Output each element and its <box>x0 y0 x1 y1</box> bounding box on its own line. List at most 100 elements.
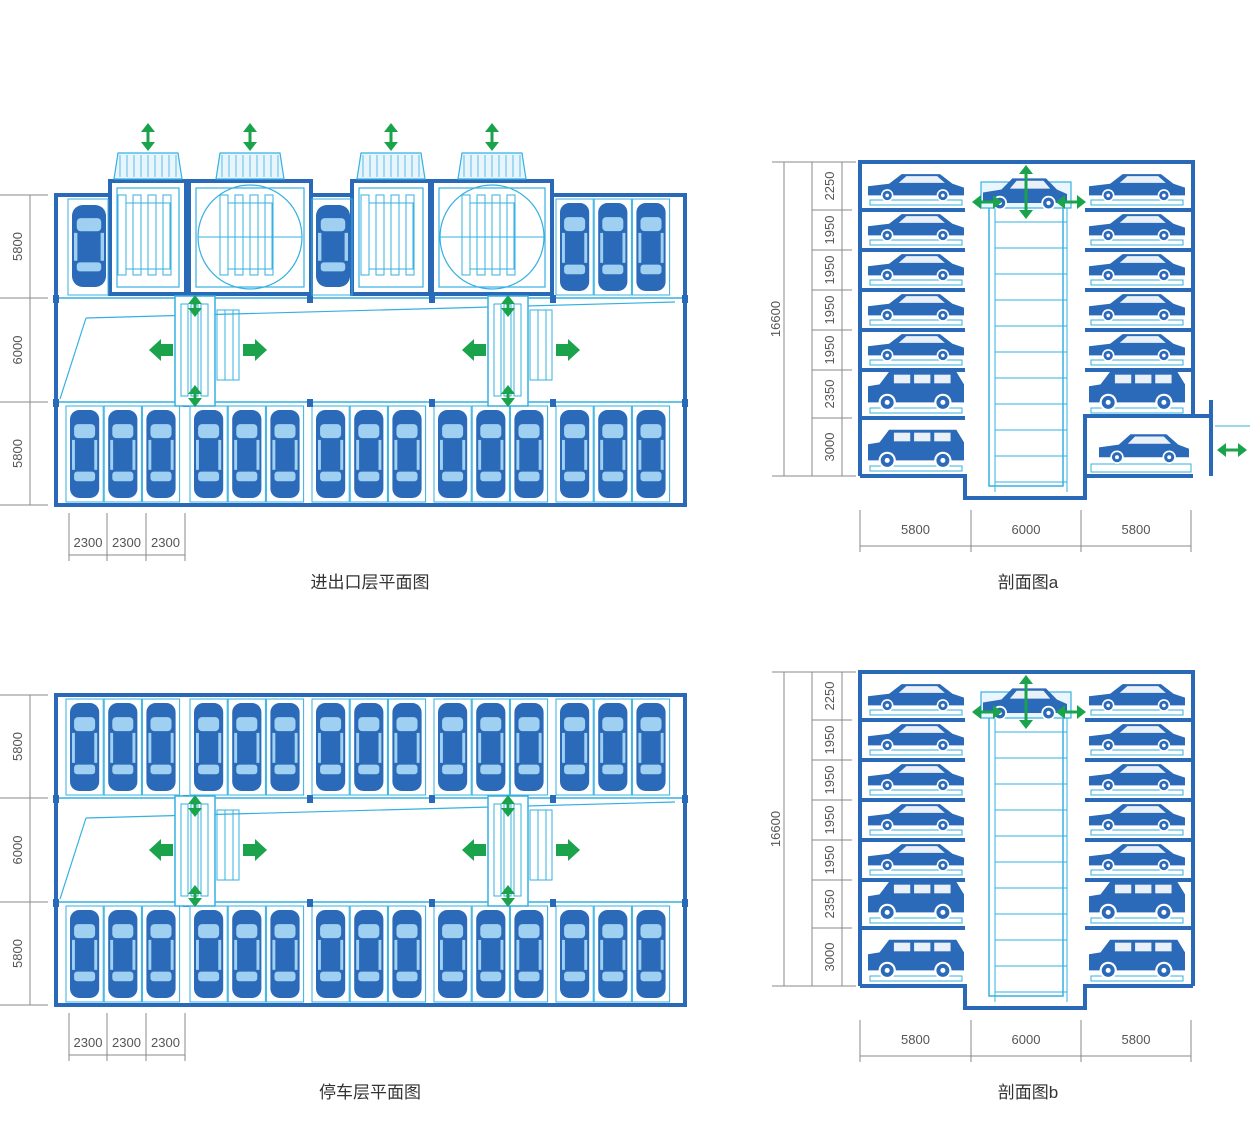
entrance-cabin <box>187 123 313 296</box>
direction-arrow-icon <box>972 195 1002 209</box>
direction-arrow-icon <box>188 885 202 907</box>
shuttle-move-arrow-icon <box>462 339 486 361</box>
sedan-side <box>1089 294 1185 322</box>
parked-car <box>636 203 666 291</box>
suv-side <box>868 881 964 922</box>
direction-arrow-icon <box>972 705 1002 719</box>
sedan-side <box>1089 844 1185 872</box>
parked-car <box>514 910 544 998</box>
sedan-side <box>1089 214 1185 242</box>
section-b-title: 剖面图b <box>997 1083 1059 1102</box>
pillar <box>550 795 556 803</box>
entrance-cabin <box>108 123 188 296</box>
direction-arrow-icon <box>501 885 515 907</box>
sedan-side <box>1089 804 1185 832</box>
parked-car <box>598 410 628 498</box>
direction-arrow-icon <box>188 795 202 817</box>
total-height-label: 16600 <box>768 301 783 337</box>
parked-car <box>392 410 422 498</box>
sedan-side <box>868 214 964 242</box>
parked-car <box>194 410 224 498</box>
parked-car <box>316 410 346 498</box>
level-dimension-label: 3000 <box>822 433 837 462</box>
suv-side <box>868 939 964 980</box>
sedan-side <box>1099 434 1189 464</box>
parked-car <box>70 410 100 498</box>
parked-car <box>598 703 628 791</box>
parked-car <box>476 703 506 791</box>
column-dimension-label: 2300 <box>112 535 141 550</box>
parked-car <box>232 910 262 998</box>
pillar <box>429 795 435 803</box>
sedan-side <box>1089 764 1185 792</box>
shuttle-move-arrow-icon <box>149 839 173 861</box>
level-dimension-label: 1950 <box>822 806 837 835</box>
lift-shaft <box>988 711 1064 997</box>
column-dimension-label: 2300 <box>74 535 103 550</box>
parked-car <box>476 910 506 998</box>
level-dimension-label: 1950 <box>822 766 837 795</box>
pillar <box>682 795 688 803</box>
pillar <box>53 399 59 407</box>
width-dimension-label: 5800 <box>1122 1032 1151 1047</box>
sedan-side <box>1089 334 1185 362</box>
parked-car <box>146 910 176 998</box>
parked-car <box>316 703 346 791</box>
parked-car <box>354 703 384 791</box>
column-dimension-label: 2300 <box>151 1035 180 1050</box>
parking-floor-plan-title: 停车层平面图 <box>319 1083 421 1102</box>
pillar <box>53 899 59 907</box>
lift-shaft <box>988 201 1064 487</box>
suv-side <box>1089 939 1185 980</box>
shuttle-move-arrow-icon <box>462 839 486 861</box>
direction-arrow-icon <box>1056 705 1086 719</box>
level-dimension-label: 2250 <box>822 682 837 711</box>
pillar <box>307 795 313 803</box>
parked-car <box>438 410 468 498</box>
row-dimension-label: 5800 <box>10 732 25 761</box>
pillar <box>550 399 556 407</box>
direction-arrow-icon <box>243 123 257 151</box>
parked-car <box>354 910 384 998</box>
parked-car <box>392 910 422 998</box>
shuttle-right <box>462 795 580 907</box>
sedan-side <box>868 294 964 322</box>
parked-car <box>316 205 350 287</box>
parked-car <box>598 910 628 998</box>
pillar <box>550 899 556 907</box>
entrance-cabin <box>430 123 554 296</box>
pillar <box>53 295 59 303</box>
parked-car <box>108 410 138 498</box>
direction-arrow-icon <box>188 385 202 407</box>
entrance-room <box>1083 414 1211 476</box>
pillar <box>429 399 435 407</box>
parked-car <box>636 703 666 791</box>
pillar <box>682 295 688 303</box>
direction-arrow-icon <box>141 123 155 151</box>
row-dimension-label: 5800 <box>10 232 25 261</box>
suv-side <box>1089 371 1185 412</box>
level-dimension-label: 1950 <box>822 256 837 285</box>
outer-wall <box>54 693 687 1007</box>
parked-car <box>194 910 224 998</box>
width-dimension-label: 5800 <box>901 522 930 537</box>
width-dimension-label: 5800 <box>1122 522 1151 537</box>
parked-car <box>560 910 590 998</box>
row-dimension-label: 5800 <box>10 439 25 468</box>
width-dimension-label: 6000 <box>1012 522 1041 537</box>
column-dimension-label: 2300 <box>151 535 180 550</box>
parked-car <box>108 910 138 998</box>
level-dimension-label: 3000 <box>822 943 837 972</box>
shuttle-move-arrow-icon <box>243 839 267 861</box>
row-dimension-label: 5800 <box>10 939 25 968</box>
direction-arrow-icon <box>501 385 515 407</box>
